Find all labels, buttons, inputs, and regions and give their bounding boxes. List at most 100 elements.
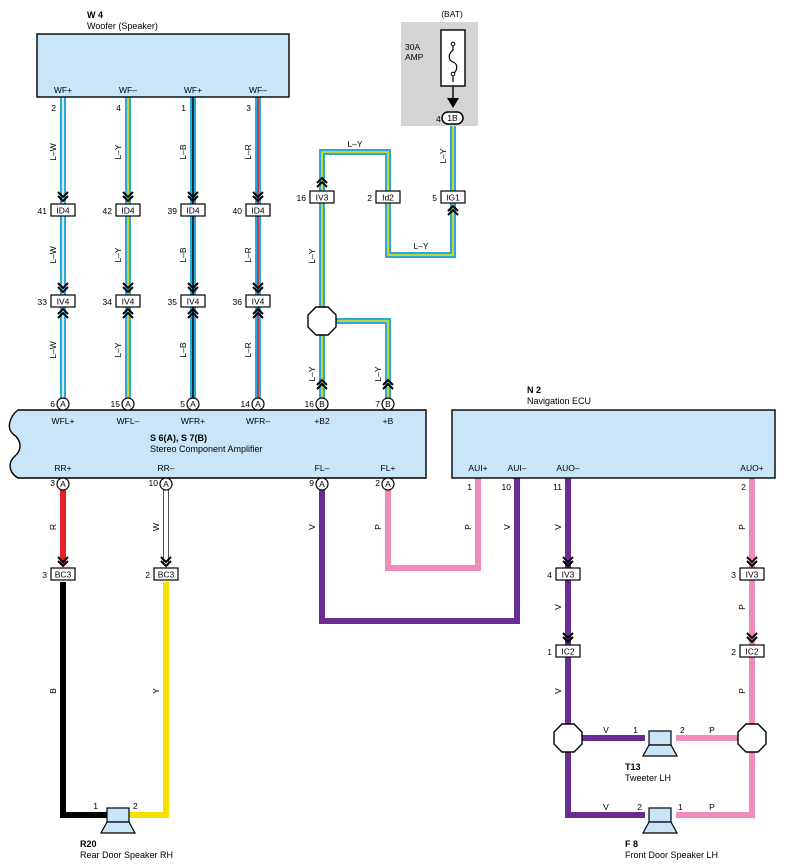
power-wire-labels: L–Y L–Y L–Y L–Y L–Y L–Y: [307, 139, 448, 382]
diagram-label: 11: [553, 482, 562, 492]
diagram-label: L–Y: [113, 144, 123, 159]
diagram-rect: [440, 190, 466, 204]
diagram-label: A: [385, 479, 391, 489]
diagram-rect: [309, 190, 335, 204]
diagram-label: 9: [309, 478, 314, 488]
diagram-label: 5: [432, 193, 437, 203]
diagram-path: [99, 821, 137, 834]
amp-top-pin: 16 B +B2: [305, 397, 330, 426]
woofer-pin-num: 2: [51, 103, 56, 113]
tweeter-lh: 1 2 V P T13 Tweeter LH: [603, 725, 715, 783]
rear-door-speaker-rh: 1 2 R20 Rear Door Speaker RH: [80, 801, 173, 860]
diagram-label: A: [60, 399, 66, 409]
diagram-circle: [56, 477, 70, 491]
diagram-label: IV4: [122, 297, 135, 307]
diagram-label: V: [603, 802, 609, 812]
amp-top-pin: 5 A WFR+: [180, 397, 205, 426]
diagram-rect: [115, 203, 141, 217]
diagram-path: [8, 409, 427, 479]
diagram-circle: [186, 397, 200, 411]
diagram-label: 5: [180, 399, 185, 409]
diagram-label: WFR+: [181, 416, 205, 426]
diagram-label: 3: [50, 478, 55, 488]
diagram-label: A: [190, 399, 196, 409]
diagram-label: B: [48, 688, 58, 694]
amp-name: Stereo Component Amplifier: [150, 444, 263, 454]
diagram-label: ID4: [56, 206, 70, 216]
wire-rr-black: [60, 582, 110, 818]
navigation-ecu-component: N 2 Navigation ECU AUI+ AUI– AUO– AUO+ 1…: [451, 385, 776, 492]
amp-code: S 6(A), S 7(B): [150, 433, 207, 443]
splice-point: [737, 723, 767, 753]
rear-speaker-name: Rear Door Speaker RH: [80, 850, 173, 860]
diagram-label: V: [502, 524, 512, 530]
amp-top-pin: 15 A WFL–: [111, 397, 140, 426]
diagram-label: IV4: [57, 297, 70, 307]
diagram-label: 2: [731, 647, 736, 657]
fuse-rating: 30A: [405, 42, 420, 52]
diagram-label: IV4: [252, 297, 265, 307]
diagram-rect: [739, 644, 765, 658]
diagram-label: 2: [741, 482, 746, 492]
amp-bottom-pin: FL– 9 A: [309, 463, 330, 491]
amp-bottom-pin: RR+ 3 A: [50, 463, 72, 491]
diagram-rect: [115, 294, 141, 308]
diagram-rect: [180, 294, 206, 308]
diagram-label: 14: [241, 399, 251, 409]
diagram-label: 1: [547, 647, 552, 657]
woofer-pin-label: WF–: [249, 85, 267, 95]
diagram-circle: [159, 477, 173, 491]
diagram-label: 35: [168, 297, 178, 307]
diagram-label: 10: [149, 478, 159, 488]
diagram-path: [447, 98, 459, 108]
diagram-label: R: [48, 524, 58, 530]
wire-auo-plus-pink: [676, 478, 755, 818]
nav-code: N 2: [527, 385, 541, 395]
diagram-label: L–W: [48, 143, 58, 160]
bat-connector: [441, 111, 464, 125]
diagram-label: L–Y: [438, 148, 448, 163]
tweeter-code: T13: [625, 762, 641, 772]
nav-wire-labels: P V V P V P V P: [463, 524, 747, 694]
diagram-label: L–B: [178, 342, 188, 357]
wire-fl-minus-violet: [319, 478, 520, 624]
diagram-label: IV3: [746, 570, 759, 580]
splice-point: [553, 723, 583, 753]
wire-rr-yellow: [125, 582, 169, 818]
speaker-icon: [648, 730, 672, 746]
diagram-label: A: [163, 479, 169, 489]
diagram-rect: [555, 567, 581, 581]
diagram-label: AUO–: [556, 463, 579, 473]
diagram-label: IV3: [316, 193, 329, 203]
diagram-circle: [450, 71, 456, 77]
diagram-label: V: [307, 524, 317, 530]
diagram-label: 3: [731, 570, 736, 580]
diagram-label: B: [319, 399, 325, 409]
woofer-code: W 4: [87, 10, 103, 20]
diagram-circle: [56, 397, 70, 411]
diagram-label: L–B: [178, 144, 188, 159]
diagram-circle: [450, 41, 456, 47]
woofer-pin-label: WF+: [184, 85, 202, 95]
diagram-label: 1: [633, 725, 638, 735]
diagram-label: L–Y: [113, 342, 123, 357]
diagram-rect: [36, 33, 290, 98]
front-speaker-code: F 8: [625, 839, 638, 849]
wire-fl-plus-pink: [385, 478, 481, 571]
diagram-label: P: [463, 524, 473, 530]
fuse-name: AMP: [405, 52, 424, 62]
diagram-label: V: [603, 725, 609, 735]
diagram-label: 1: [93, 801, 98, 811]
